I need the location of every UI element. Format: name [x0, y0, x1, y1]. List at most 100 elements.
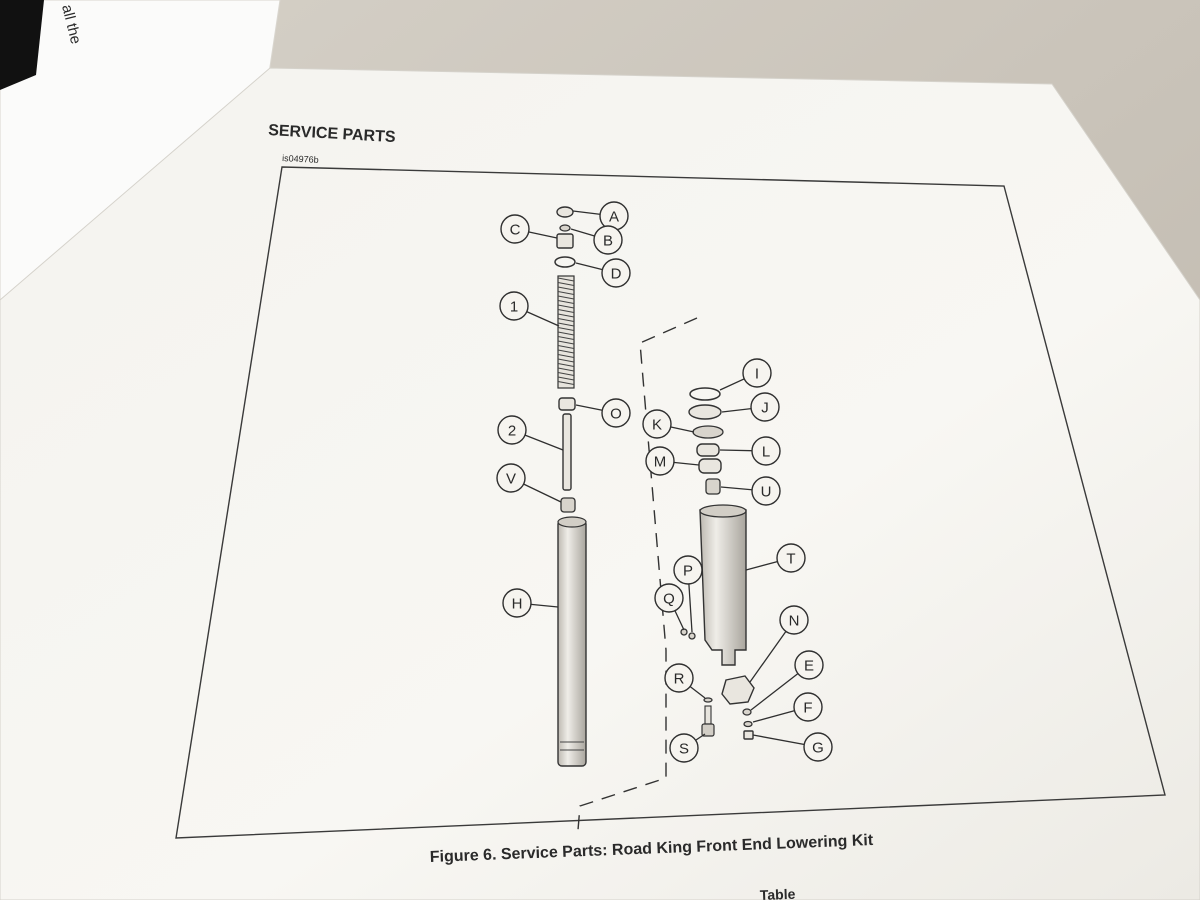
part-o-spacer: [558, 397, 576, 411]
callout-2: 2: [497, 415, 527, 445]
callout-circle: [500, 214, 530, 244]
alignment-dashed-line: [577, 317, 698, 831]
callout-f: F: [793, 692, 823, 722]
callout-label: H: [512, 596, 523, 613]
callout-label: K: [652, 417, 662, 434]
callout-circle: [496, 463, 526, 493]
part-v-bushing: [560, 497, 576, 513]
part-n-axle-cap: [721, 675, 755, 705]
callout-l: L: [751, 436, 781, 466]
callout-label: M: [654, 454, 667, 471]
callout-label: N: [789, 613, 800, 630]
part-p: [688, 632, 696, 640]
part-r-washer: [703, 697, 713, 703]
callout-circle: [499, 291, 529, 321]
part-m-bushing: [698, 458, 722, 474]
callout-label: 1: [510, 299, 518, 316]
part-s-bolt: [701, 705, 715, 737]
part-t-slider: [699, 504, 747, 666]
callout-i: I: [742, 358, 772, 388]
part-c-nut: [556, 233, 574, 249]
callout-label: I: [755, 366, 759, 383]
callout-label: C: [510, 222, 521, 239]
callout-circle: [601, 258, 631, 288]
part-h-fork-tube: [557, 516, 587, 767]
illustration-id: is04976b: [282, 153, 319, 165]
part-j-seal: [688, 404, 722, 420]
callout-t: T: [776, 543, 806, 573]
callout-d: D: [601, 258, 631, 288]
callout-label: Q: [663, 591, 675, 608]
part-u-cup: [705, 478, 721, 495]
part-b-washer: [559, 224, 571, 232]
callout-circle: [751, 476, 781, 506]
left-fork-assembly: [554, 206, 587, 767]
callout-g: G: [803, 732, 833, 762]
callout-circle: [664, 663, 694, 693]
part-i-ring: [689, 387, 721, 401]
callout-label: O: [610, 406, 622, 423]
callout-label: P: [683, 563, 693, 580]
part-k-washer: [692, 425, 724, 439]
callout-b: B: [593, 225, 623, 255]
callout-e: E: [794, 650, 824, 680]
part-d-oring: [554, 256, 576, 268]
callout-circle: [593, 225, 623, 255]
callout-circle: [502, 588, 532, 618]
part-2-damper-rod: [562, 413, 572, 491]
callout-h: H: [502, 588, 532, 618]
callout-circle: [497, 415, 527, 445]
callout-circle: [642, 409, 672, 439]
right-fork-assembly: [577, 317, 755, 831]
callout-p: P: [673, 555, 703, 585]
callout-label: F: [803, 700, 812, 717]
callout-circle: [601, 398, 631, 428]
part-f: [743, 720, 753, 728]
callout-label: E: [804, 658, 814, 675]
callout-label: S: [679, 741, 689, 758]
part-1-spring: [557, 275, 575, 389]
callout-u: U: [751, 476, 781, 506]
callout-circle: [779, 605, 809, 635]
callout-label: L: [762, 444, 770, 461]
callout-label: T: [786, 551, 795, 568]
callout-label: U: [761, 484, 772, 501]
callout-circle: [645, 446, 675, 476]
paper-sheet: [0, 67, 1200, 900]
callout-o: O: [601, 398, 631, 428]
part-g-nut: [743, 730, 754, 740]
callout-r: R: [664, 663, 694, 693]
callout-circle: [794, 650, 824, 680]
callout-m: M: [645, 446, 675, 476]
callout-c: C: [500, 214, 530, 244]
callout-q: Q: [654, 583, 684, 613]
figure-border: [175, 166, 1166, 839]
callout-label: B: [603, 233, 613, 250]
callout-label: R: [674, 671, 685, 688]
part-l-bushing: [696, 443, 720, 457]
callout-circle: [669, 733, 699, 763]
callout-circle: [750, 392, 780, 422]
next-heading-fragment: Table: [760, 886, 796, 900]
callout-j: J: [750, 392, 780, 422]
callout-v: V: [496, 463, 526, 493]
callout-circle: [803, 732, 833, 762]
callout-label: V: [506, 471, 516, 488]
callout-label: G: [812, 740, 824, 757]
callout-circle: [673, 555, 703, 585]
callout-circle: [776, 543, 806, 573]
callout-k: K: [642, 409, 672, 439]
callout-circle: [654, 583, 684, 613]
callout-n: N: [779, 605, 809, 635]
callout-label: A: [609, 209, 619, 226]
callout-label: 2: [508, 423, 516, 440]
service-manual-page: SERVICE PARTS is04976b Figure 6. Service…: [0, 67, 1200, 900]
callout-label: D: [611, 266, 622, 283]
callout-s: S: [669, 733, 699, 763]
callout-layer: AB C D 1O 2V H IJ K L M U T PQ N E R F S G: [496, 201, 833, 763]
callout-label: J: [761, 400, 769, 417]
callout-1: 1: [499, 291, 529, 321]
part-a-cap: [556, 206, 574, 218]
part-e: [742, 708, 752, 716]
